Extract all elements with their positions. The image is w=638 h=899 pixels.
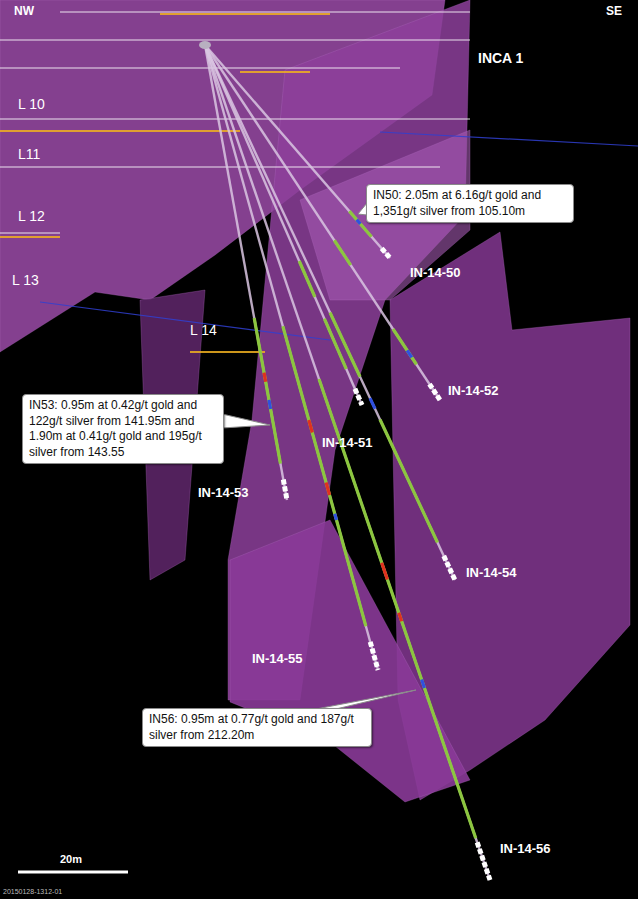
level-drive <box>190 351 265 353</box>
hole-trace <box>205 45 390 258</box>
level-label: L 14 <box>190 322 217 338</box>
compass-label: NW <box>14 5 34 19</box>
level-drive <box>60 12 470 13</box>
hole-end-marker <box>444 556 455 580</box>
hole-end-marker <box>429 384 440 400</box>
assay-interval <box>393 329 417 365</box>
level-drive <box>0 233 60 234</box>
hole-trace <box>205 45 362 405</box>
level-label: L 13 <box>12 272 39 288</box>
assay-interval <box>309 420 312 433</box>
hole-label: IN-14-55 <box>252 652 303 667</box>
drill-hole <box>205 45 362 405</box>
scale-bar <box>18 871 128 874</box>
drill-hole <box>205 45 378 670</box>
hole-label: IN-14-54 <box>466 566 517 581</box>
assay-interval <box>330 313 360 377</box>
level-drive <box>0 236 60 238</box>
level-drive <box>0 68 400 69</box>
assay-interval <box>407 350 412 357</box>
assay-interval <box>299 261 315 297</box>
hole-trace <box>205 45 378 670</box>
assay-interval <box>335 514 337 520</box>
assay-interval <box>370 398 375 409</box>
level-drive <box>0 40 470 41</box>
assay-interval <box>269 400 271 409</box>
assay-callout-text: IN53: 0.95m at 0.42g/t gold and 122g/t s… <box>29 398 217 460</box>
orebody-name: INCA 1 <box>478 50 523 66</box>
assay-interval <box>319 379 476 838</box>
hole-trace <box>205 45 490 880</box>
assay-interval <box>382 563 388 580</box>
level-drive <box>0 118 470 119</box>
hole-label: IN-14-52 <box>448 384 499 399</box>
assay-interval <box>422 680 425 688</box>
level-label: L 12 <box>18 208 45 224</box>
level-label: L 10 <box>18 96 45 112</box>
assay-interval <box>326 483 329 496</box>
hole-label: IN-14-53 <box>198 486 249 501</box>
assay-interval <box>254 318 280 464</box>
callout-box: IN53: 0.95m at 0.42g/t gold and 122g/t s… <box>22 394 224 464</box>
callout-pointer <box>222 414 270 428</box>
level-drive <box>0 166 440 167</box>
level-drive <box>380 132 638 146</box>
compass-label: SE <box>606 5 622 19</box>
level-drive <box>160 13 330 15</box>
assay-interval <box>357 220 361 224</box>
callout-pointer <box>316 690 416 709</box>
assay-callout-text: IN50: 2.05m at 6.16g/t gold and 1,351g/t… <box>373 188 567 219</box>
scale-label: 20m <box>60 853 82 866</box>
drill-hole <box>205 45 390 258</box>
hole-label: IN-14-56 <box>500 842 551 857</box>
level-drive <box>0 130 240 132</box>
hole-label: IN-14-50 <box>410 266 461 281</box>
assay-callout-text: IN56: 0.95m at 0.77g/t gold and 187g/t s… <box>149 712 365 743</box>
callout-box: IN56: 0.95m at 0.77g/t gold and 187g/t s… <box>142 708 372 747</box>
hole-end-marker <box>477 842 490 880</box>
level-drive <box>240 71 310 73</box>
timestamp: 20150128-1312-01 <box>3 888 62 896</box>
assay-interval <box>264 373 266 382</box>
assay-interval <box>380 420 438 543</box>
callout-box: IN50: 2.05m at 6.16g/t gold and 1,351g/t… <box>366 184 574 223</box>
hole-label: IN-14-51 <box>322 436 373 451</box>
hole-end-marker <box>355 389 362 405</box>
hole-end-marker <box>370 642 378 670</box>
drill-collar <box>199 41 211 49</box>
hole-end-marker <box>283 480 287 500</box>
orebody-solid <box>230 520 470 802</box>
level-label: L11 <box>18 146 40 162</box>
assay-interval <box>334 240 350 265</box>
assay-interval <box>399 613 402 621</box>
hole-end-marker <box>382 248 390 258</box>
drill-hole <box>205 45 490 880</box>
